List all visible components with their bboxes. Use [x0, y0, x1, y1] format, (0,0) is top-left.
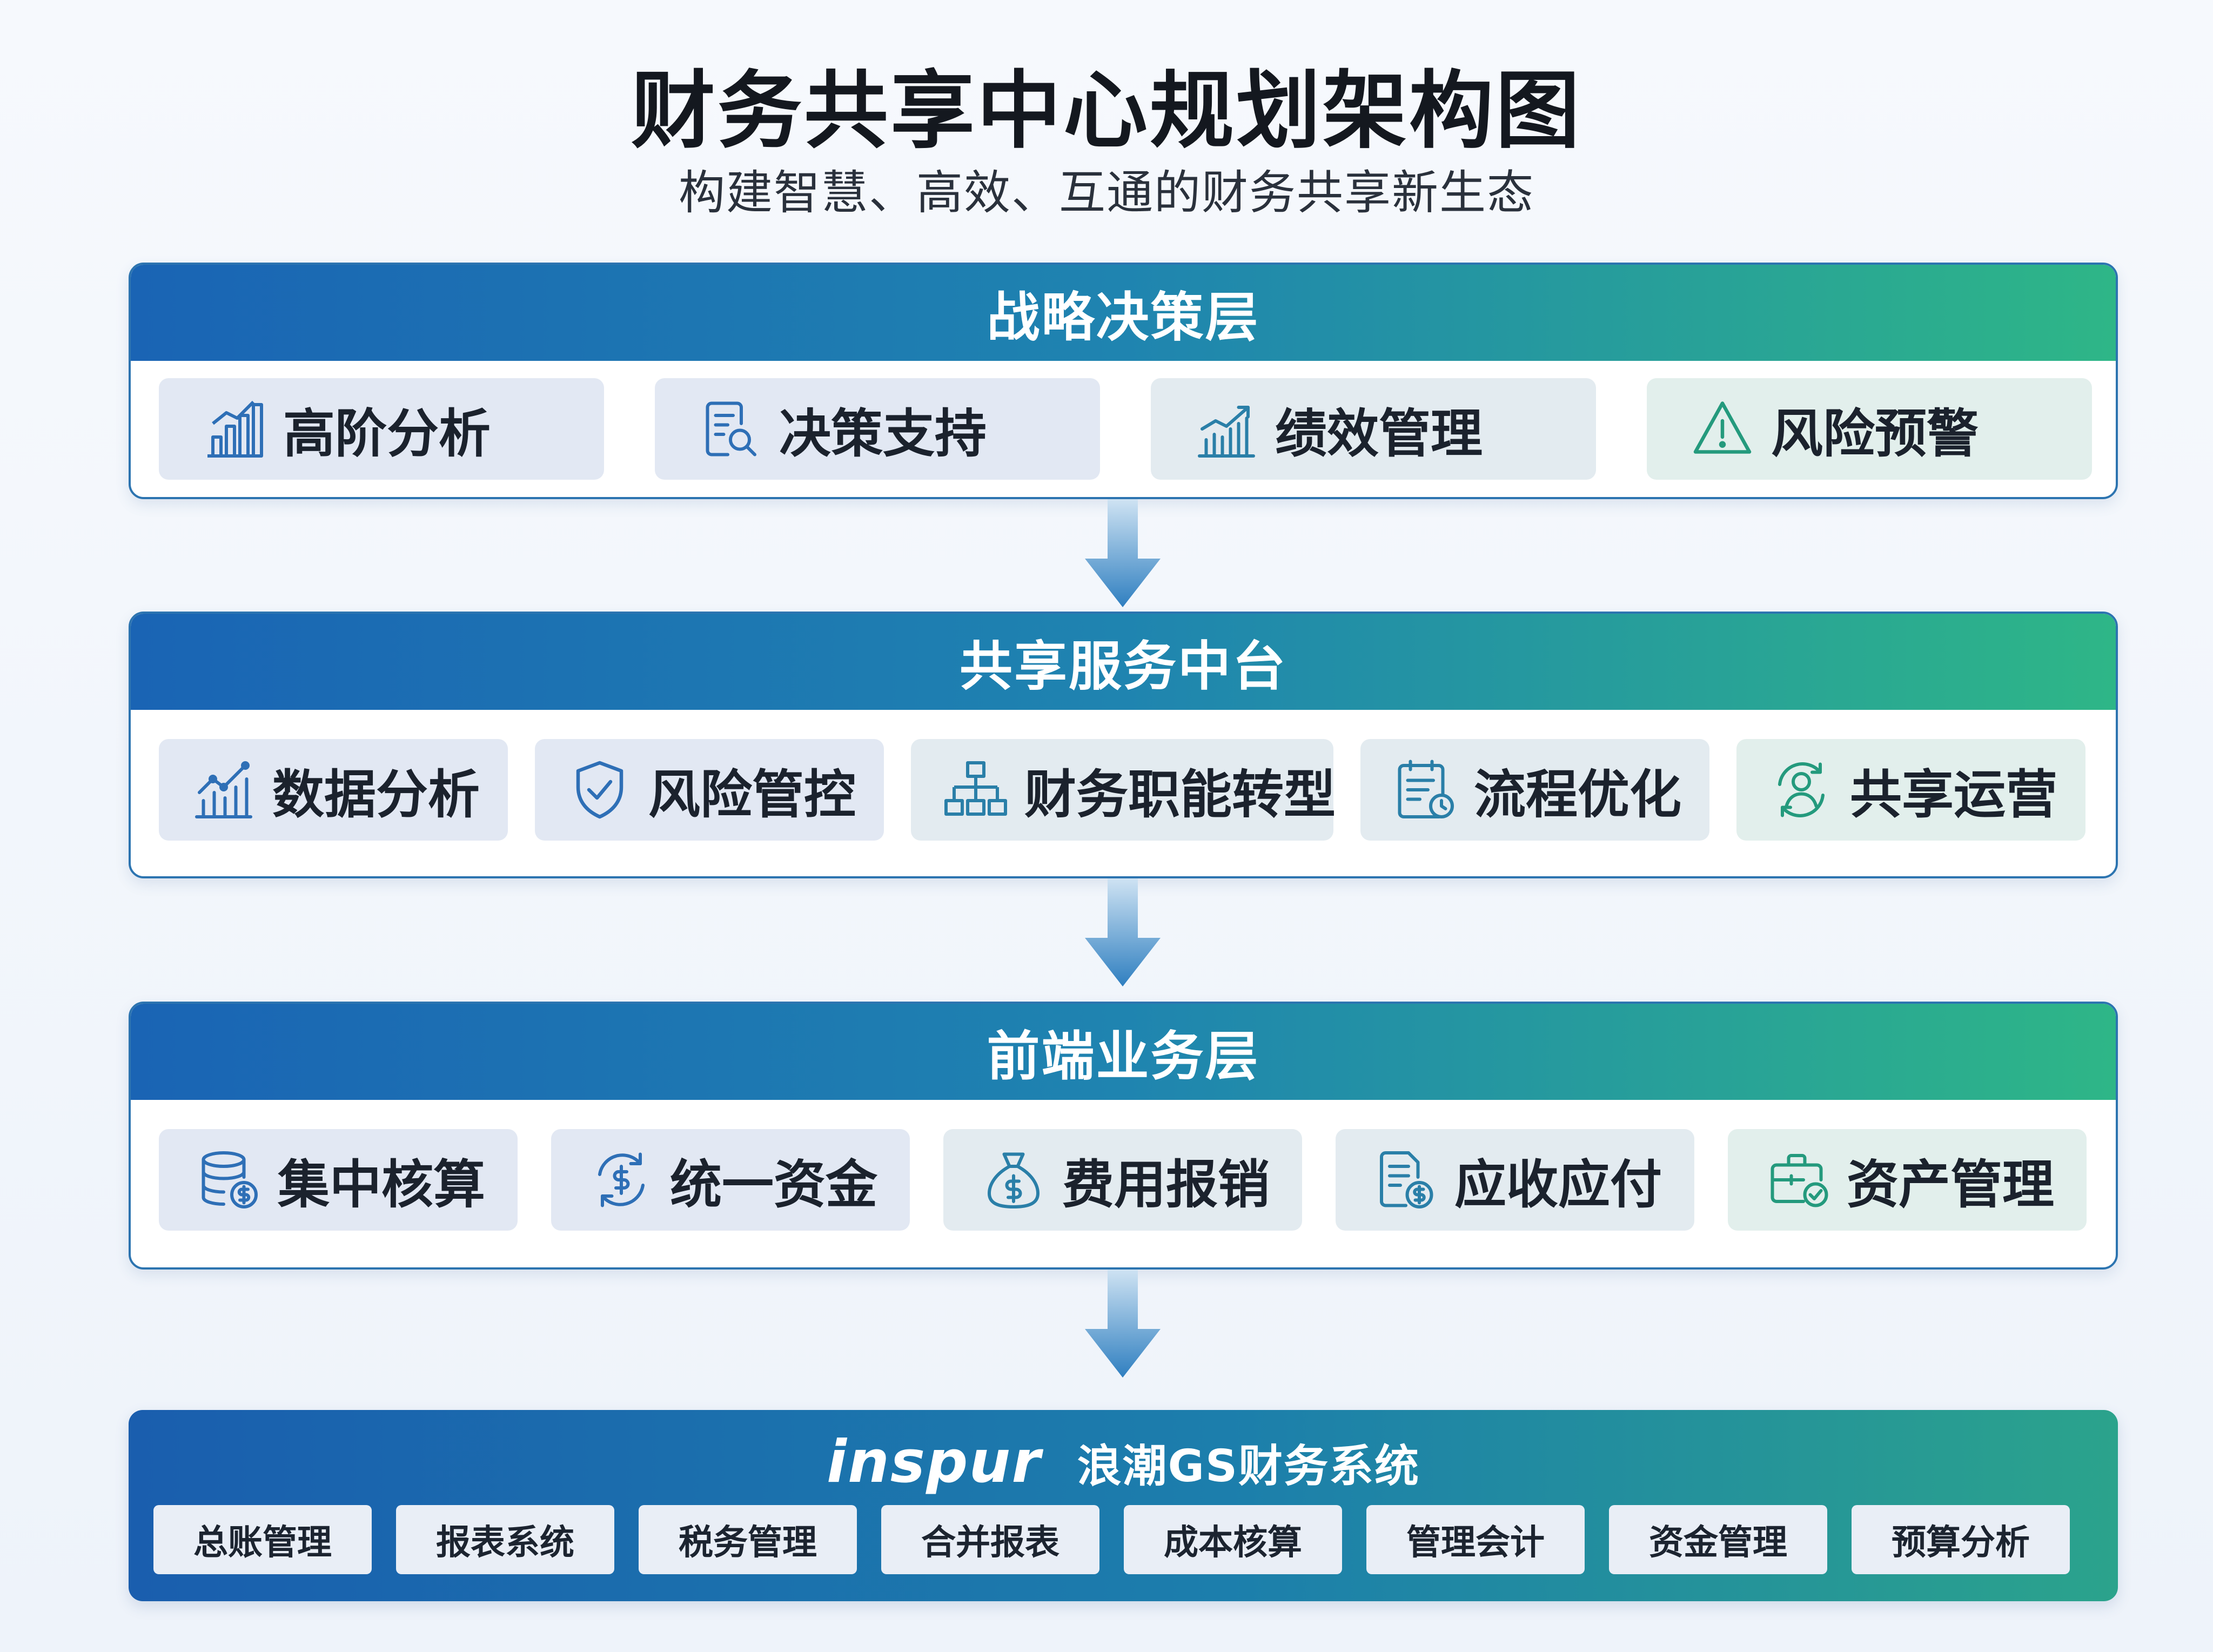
warning-icon	[1690, 397, 1755, 461]
card-label: 风险管控	[648, 764, 856, 825]
card-label: 决策支持	[779, 403, 987, 464]
org-chart-icon	[943, 757, 1008, 822]
module-general-ledger[interactable]: 总账管理	[153, 1505, 372, 1574]
module-management-accounting[interactable]: 管理会计	[1366, 1505, 1585, 1574]
card-label: 集中核算	[278, 1154, 485, 1215]
module-consolidated-statements[interactable]: 合并报表	[881, 1505, 1099, 1574]
card-data-analysis[interactable]: 数据分析	[159, 739, 508, 841]
layer-strategy-title: 战略决策层	[131, 265, 2116, 361]
page-title: 财务共享中心规划架构图	[631, 62, 1582, 160]
layer-shared-service: 共享服务中台 数据分析 风险管控	[129, 612, 2118, 878]
card-process-optimization[interactable]: 流程优化	[1360, 739, 1709, 841]
card-label: 资产管理	[1847, 1154, 2054, 1215]
module-cost-accounting[interactable]: 成本核算	[1124, 1505, 1342, 1574]
document-search-icon	[698, 397, 763, 461]
growth-chart-icon	[1194, 397, 1259, 461]
flow-arrow-down	[1079, 878, 1166, 992]
card-label: 绩效管理	[1275, 403, 1483, 464]
briefcase-check-icon	[1766, 1147, 1830, 1212]
card-label: 数据分析	[272, 764, 480, 825]
money-bag-icon	[981, 1147, 1046, 1212]
layer-strategy: 战略决策层 高阶分析 决策支持	[129, 263, 2118, 499]
database-coin-icon	[197, 1147, 261, 1212]
module-fund-management[interactable]: 资金管理	[1609, 1505, 1827, 1574]
bar-chart-icon	[202, 397, 267, 461]
card-label: 共享运营	[1850, 764, 2057, 825]
module-budget-analysis[interactable]: 预算分析	[1852, 1505, 2070, 1574]
card-finance-transformation[interactable]: 财务职能转型	[911, 739, 1336, 841]
flow-arrow-down	[1079, 499, 1166, 613]
module-report-system[interactable]: 报表系统	[396, 1505, 614, 1574]
shield-check-icon	[567, 757, 632, 822]
card-label: 风险预警	[1771, 403, 1979, 464]
checklist-clock-icon	[1393, 757, 1458, 822]
card-advanced-analysis[interactable]: 高阶分析	[159, 378, 604, 480]
card-centralized-accounting[interactable]: 集中核算	[159, 1129, 518, 1231]
system-name: 浪潮GS财务系统	[1077, 1441, 1420, 1492]
card-performance-management[interactable]: 绩效管理	[1151, 378, 1596, 480]
card-label: 应收应付	[1454, 1154, 1662, 1215]
card-label: 高阶分析	[283, 403, 491, 464]
system-panel: inspur 浪潮GS财务系统 总账管理 报表系统 税务管理 合并报表 成本核算…	[129, 1410, 2118, 1601]
card-risk-warning[interactable]: 风险预警	[1647, 378, 2092, 480]
system-brand: inspur 浪潮GS财务系统	[129, 1428, 2118, 1496]
page-subtitle: 构建智慧、高效、互通的财务共享新生态	[679, 166, 1534, 220]
user-cycle-icon	[1769, 757, 1834, 822]
module-tax-management[interactable]: 税务管理	[639, 1505, 857, 1574]
layer-shared-service-title: 共享服务中台	[131, 614, 2116, 710]
card-label: 流程优化	[1474, 764, 1681, 825]
layer-front-business: 前端业务层 集中核算 统一资金	[129, 1002, 2118, 1270]
card-risk-control[interactable]: 风险管控	[535, 739, 884, 841]
card-label: 财务职能转型	[1024, 764, 1336, 825]
trend-chart-icon	[191, 757, 256, 822]
flow-arrow-down	[1079, 1270, 1166, 1383]
card-label: 费用报销	[1062, 1154, 1270, 1215]
card-asset-management[interactable]: 资产管理	[1728, 1129, 2087, 1231]
invoice-coin-icon	[1373, 1147, 1438, 1212]
card-receivables-payables[interactable]: 应收应付	[1336, 1129, 1694, 1231]
currency-cycle-icon	[589, 1147, 654, 1212]
card-unified-funds[interactable]: 统一资金	[551, 1129, 910, 1231]
card-expense-reimbursement[interactable]: 费用报销	[943, 1129, 1302, 1231]
layer-front-business-title: 前端业务层	[131, 1004, 2116, 1100]
card-label: 统一资金	[670, 1154, 877, 1215]
card-shared-operations[interactable]: 共享运营	[1736, 739, 2085, 841]
card-decision-support[interactable]: 决策支持	[655, 378, 1100, 480]
inspur-logo: inspur	[826, 1428, 1042, 1496]
